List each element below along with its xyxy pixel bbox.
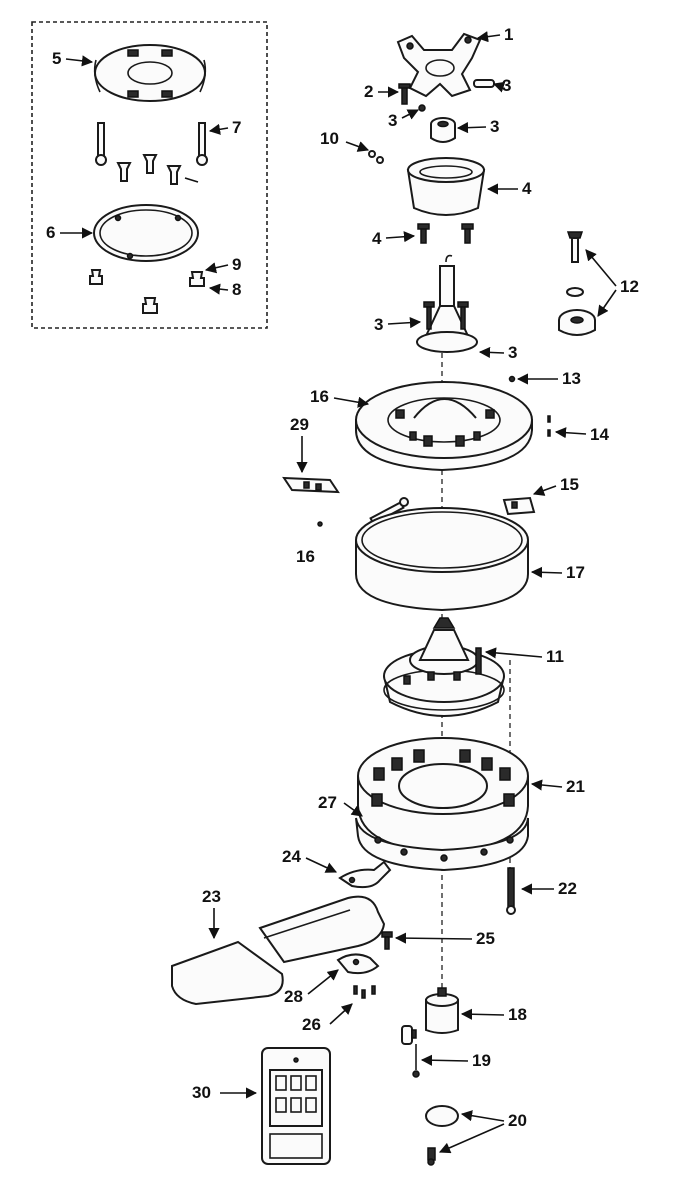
callout-29: 29 [290,415,309,434]
callout-9: 9 [232,255,241,274]
callout-2: 2 [364,82,373,101]
inset-mounting-kit: 5 7 6 9 8 [31,21,268,329]
callout-3-a: 3 [502,76,511,95]
callout-21: 21 [566,777,585,796]
part-5-mounting-plate [93,44,207,102]
part-20-finial [425,1105,459,1166]
callout-5: 5 [52,49,61,68]
part-25-screw [381,931,393,950]
callout-4-b: 4 [372,229,382,248]
part-19-pull-switch [401,1025,420,1078]
part-3-screws-pair [423,301,469,330]
part-4-canopy [406,157,486,216]
part-3-downrod [416,254,478,353]
part-1-hanger-bracket [396,32,482,98]
part-21-motor-housing [357,737,529,854]
part-3-pin-right [473,79,495,88]
part-10-clip [368,150,384,164]
callout-11: 11 [546,647,564,666]
part-3-small-pin [418,104,426,112]
part-22-bolt [506,867,516,915]
callout-30: 30 [192,1083,211,1102]
callout-24: 24 [282,847,301,866]
callout-1: 1 [504,25,513,44]
part-24-blade-iron [338,860,392,889]
part-14-pins [547,415,551,437]
callout-15: 15 [560,475,579,494]
callout-8: 8 [232,280,241,299]
part-28-blade-bracket [336,953,380,975]
part-6-gasket [93,204,199,262]
callout-18: 18 [508,1005,527,1024]
part-30-remote-control [261,1047,331,1165]
part-2-screw [398,83,411,105]
callout-4-a: 4 [522,179,532,198]
callout-3-d: 3 [374,315,383,334]
part-4-screws [417,223,474,244]
callout-22: 22 [558,879,577,898]
part-29-switch-plate [282,476,340,494]
part-15-capacitor-clip [502,496,536,516]
callout-27: 27 [318,793,337,812]
callout-7: 7 [232,118,241,137]
callout-10: 10 [320,129,339,148]
part-26-screws [353,985,376,999]
callout-26: 26 [302,1015,321,1034]
callout-6: 6 [46,223,55,242]
callout-17: 17 [566,563,585,582]
callout-3-b: 3 [388,111,397,130]
callout-14: 14 [590,425,609,444]
part-11-motor [383,617,505,717]
part-7-bolts [95,122,208,185]
callout-12: 12 [620,277,639,296]
callout-16-b: 16 [296,547,315,566]
part-17-housing-ring [355,507,529,612]
part-8-9-connectors [89,269,205,314]
callout-20: 20 [508,1111,527,1130]
part-18-switch-cap [425,987,459,1034]
part-16-housing-cover [355,381,533,472]
callout-19: 19 [472,1051,491,1070]
part-12-ball-fitting [558,231,596,336]
part-27-blade-ring [355,817,529,872]
callout-25: 25 [476,929,495,948]
inset-border [31,21,268,329]
callout-13: 13 [562,369,581,388]
callout-23: 23 [202,887,221,906]
callout-3-e: 3 [508,343,517,362]
callout-3-c: 3 [490,117,499,136]
part-13-small-screw [508,375,516,383]
part-3-collar [430,117,456,143]
callout-16-a: 16 [310,387,329,406]
callout-28: 28 [284,987,303,1006]
part-23-blades [171,895,386,1006]
